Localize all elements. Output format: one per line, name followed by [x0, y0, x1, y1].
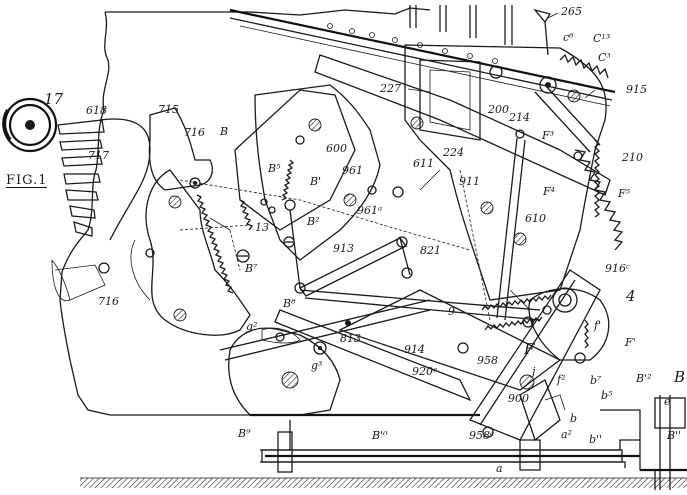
label-f2: f²: [557, 373, 566, 386]
label-900: 900: [508, 392, 529, 405]
upper-right-plate: [404, 44, 607, 321]
label-f1: f': [594, 319, 602, 332]
label-9: 9: [448, 305, 455, 318]
label-B5: B⁵: [268, 162, 281, 175]
label-913: 913: [333, 242, 354, 255]
label-610: 610: [525, 212, 546, 225]
hidden-lines: [179, 169, 491, 321]
long-lever-611: [314, 54, 611, 196]
label-B2: B²: [307, 215, 320, 228]
label-961: 961: [342, 164, 363, 177]
label-611: 611: [413, 157, 434, 170]
label-g2: g²: [246, 320, 258, 333]
lower-plate: [228, 327, 341, 416]
central-plate: [234, 84, 381, 261]
label-a: a: [496, 462, 503, 475]
label-920a: 920ᵃ: [412, 365, 438, 378]
ground-hatch: [80, 477, 687, 488]
label-224: 224: [443, 146, 464, 159]
figure-ref-number: 17: [44, 90, 64, 108]
label-911: 911: [459, 175, 480, 188]
label-4: 4: [626, 287, 636, 305]
label-618: 618: [86, 104, 107, 117]
label-B-edge: B: [674, 368, 686, 386]
link-914: [219, 289, 562, 402]
label-958a: 958ᵃ: [469, 429, 495, 442]
label-265: 265: [561, 5, 582, 18]
label-600: 600: [326, 142, 347, 155]
label-F1: F': [625, 336, 636, 349]
label-B1: B': [310, 175, 322, 188]
label-227: 227: [380, 82, 401, 95]
label-B8: B⁸: [283, 297, 296, 310]
lower-right-assembly: [457, 269, 610, 442]
label-c6: c⁶: [563, 31, 574, 44]
label-961a: 961ᵃ: [357, 204, 383, 217]
label-B: B: [220, 125, 229, 138]
label-210: 210: [622, 151, 643, 164]
base-shaft: [250, 395, 687, 490]
label-B10: B'⁰: [372, 429, 388, 442]
label-b: b: [570, 412, 578, 425]
left-lever: [98, 107, 251, 336]
label-B12: B'²: [636, 372, 652, 385]
label-B9: B⁹: [238, 427, 251, 440]
label-j: j: [532, 365, 536, 378]
label-F3: F³: [542, 129, 555, 142]
label-958: 958: [477, 354, 498, 367]
figure-caption: FIG.1: [6, 173, 48, 188]
leader-lines: [209, 12, 596, 311]
label-914: 914: [404, 343, 425, 356]
label-g3: g³: [311, 359, 323, 372]
label-916c: 916ᶜ: [605, 262, 630, 275]
label-B-double-prime: B'': [667, 429, 682, 442]
label-821: 821: [420, 244, 441, 257]
label-715: 715: [158, 103, 179, 116]
label-F: F: [524, 340, 535, 358]
label-a2: a²: [561, 428, 572, 441]
label-717: 717: [88, 149, 109, 162]
springs: [196, 139, 600, 349]
label-B7: B⁷: [245, 262, 258, 275]
label-200: 200: [488, 103, 509, 116]
label-716: 716: [184, 126, 205, 139]
left-key-fan: [57, 118, 151, 241]
pivots: [236, 129, 583, 326]
label-b11: b'': [589, 433, 603, 446]
right-rack: [574, 149, 624, 251]
link-913: [289, 209, 413, 297]
label-c13: C¹³: [593, 32, 611, 45]
label-F4: F⁴: [543, 185, 556, 198]
label-716-lower: 716: [98, 295, 119, 308]
label-915: 915: [626, 83, 647, 96]
label-F5: F⁵: [618, 187, 631, 200]
roller-detail: [2, 97, 58, 153]
label-c3: C³: [598, 51, 611, 64]
label-b7: b⁷: [590, 374, 602, 387]
label-b5: b⁵: [601, 389, 613, 402]
label-214: 214: [509, 111, 530, 124]
label-813: 813: [340, 332, 361, 345]
label-e: e: [664, 395, 671, 408]
label-13: 13: [255, 221, 269, 234]
